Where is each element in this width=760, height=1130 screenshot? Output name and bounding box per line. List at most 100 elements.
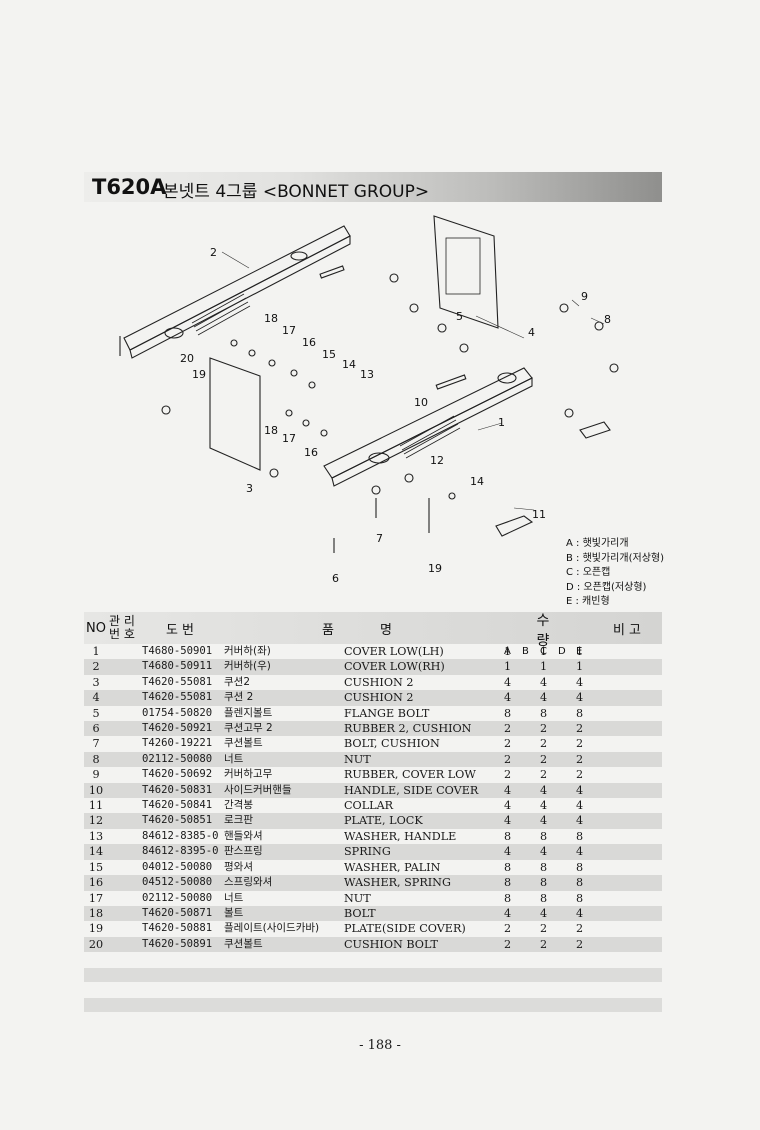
row-no: 8 xyxy=(92,752,100,766)
row-korean-name: 커버하(좌) xyxy=(224,645,271,657)
row-no: 11 xyxy=(88,799,104,813)
qty-value-a: 8 xyxy=(504,706,512,720)
header-mgmt: 관 리 번 호 xyxy=(108,612,136,644)
callout-label: 3 xyxy=(246,482,253,495)
header-qty-title: 수 량 xyxy=(536,613,576,649)
model-code: T620A xyxy=(92,175,167,199)
row-mgmt xyxy=(108,891,136,906)
row-korean-name: 핸들와셔 xyxy=(224,829,263,842)
qty-value-c: 2 xyxy=(540,768,548,782)
qty-value-c: 2 xyxy=(540,752,548,766)
row-korean-name: 커버하고무 xyxy=(224,768,273,781)
row-part-no: T4620-50891 xyxy=(142,937,213,950)
qty-value-a: 8 xyxy=(504,829,512,843)
cover-low-right-bottom-shape xyxy=(331,377,533,487)
row-part-no: T4680-50901 xyxy=(142,645,213,657)
row-remarks xyxy=(592,860,662,875)
row-remarks xyxy=(592,767,662,782)
row-korean-name: 커버하(우) xyxy=(224,660,271,673)
row-english-name: WASHER, SPRING xyxy=(344,876,451,890)
qty-value-c: 1 xyxy=(540,660,548,674)
row-part-no: 02112-50080 xyxy=(142,752,213,765)
row-korean-name: 볼트 xyxy=(224,906,244,919)
qty-value-e: 8 xyxy=(576,876,584,890)
row-english-name: CUSHION BOLT xyxy=(344,937,438,951)
qty-col-e: E xyxy=(576,646,583,657)
row-part-no: T4680-50911 xyxy=(142,660,213,673)
qty-value-e: 4 xyxy=(576,691,584,705)
qty-value-c: 8 xyxy=(540,706,548,720)
row-korean-name: 판스프링 xyxy=(224,845,263,858)
qty-value-a: 8 xyxy=(504,876,512,890)
row-mgmt xyxy=(108,813,136,828)
qty-value-c: 4 xyxy=(540,783,548,797)
legend-item: E : 캐빈형 xyxy=(566,596,610,607)
header-name: 명 xyxy=(380,622,392,638)
row-no: 10 xyxy=(88,783,104,797)
row-no: 6 xyxy=(92,722,100,736)
table-filler-row xyxy=(84,998,662,1012)
qty-value-c: 4 xyxy=(540,691,548,705)
legend-item: D : 오픈캡(저상형) xyxy=(566,581,647,593)
row-english-name: SPRING xyxy=(344,845,391,859)
callout-label: 4 xyxy=(528,326,535,339)
row-mgmt xyxy=(108,644,136,659)
qty-value-a: 1 xyxy=(504,645,512,658)
row-remarks xyxy=(592,921,662,936)
row-korean-name: 평와셔 xyxy=(224,860,253,873)
row-no: 12 xyxy=(88,814,104,828)
row-mgmt xyxy=(108,875,136,890)
qty-value-a: 4 xyxy=(504,845,512,859)
row-part-no: T4620-50871 xyxy=(142,906,213,919)
qty-value-c: 4 xyxy=(540,906,548,920)
row-no: 17 xyxy=(88,891,104,905)
qty-value-c: 2 xyxy=(540,922,548,936)
qty-value-a: 2 xyxy=(504,768,512,782)
title-bar xyxy=(84,172,662,202)
qty-value-e: 4 xyxy=(576,814,584,828)
row-remarks xyxy=(592,690,662,705)
row-mgmt xyxy=(108,783,136,798)
parts-table-wrap: NO 관 리 번 호 도 번 품 명 수 량 A B C D E xyxy=(84,612,662,953)
qty-value-e: 2 xyxy=(576,722,584,736)
callout-label: 14 xyxy=(470,475,484,488)
row-mgmt xyxy=(108,844,136,859)
row-part-no: T4620-55081 xyxy=(142,691,213,704)
table-filler-row xyxy=(84,968,662,982)
row-qty: 2 2 2 xyxy=(496,767,592,782)
qty-value-e: 2 xyxy=(576,768,584,782)
row-part-no: 02112-50080 xyxy=(142,891,213,904)
qty-value-c: 8 xyxy=(540,829,548,843)
row-mgmt xyxy=(108,767,136,782)
qty-value-e: 4 xyxy=(576,845,584,859)
row-part-no: 01754-50820 xyxy=(142,706,213,719)
row-no: 4 xyxy=(92,691,100,705)
callout-label: 15 xyxy=(322,348,336,361)
row-mgmt xyxy=(108,659,136,674)
row-remarks xyxy=(592,736,662,751)
row-part-no: T4620-50831 xyxy=(142,783,213,796)
row-english-name: NUT xyxy=(344,752,371,766)
row-remarks xyxy=(592,752,662,767)
callout-label: 12 xyxy=(430,454,444,467)
callout-label: 2 xyxy=(210,246,217,259)
row-english-name: CUSHION 2 xyxy=(344,675,414,689)
row-english-name: WASHER, HANDLE xyxy=(344,829,457,843)
row-no: 1 xyxy=(92,645,100,658)
header-mgmt-bottom: 번 호 xyxy=(109,627,135,641)
qty-col-c: C xyxy=(540,646,547,657)
row-remarks xyxy=(592,798,662,813)
callout-label: 19 xyxy=(428,562,442,575)
header-qty: 수 량 A B C D E xyxy=(496,612,592,657)
